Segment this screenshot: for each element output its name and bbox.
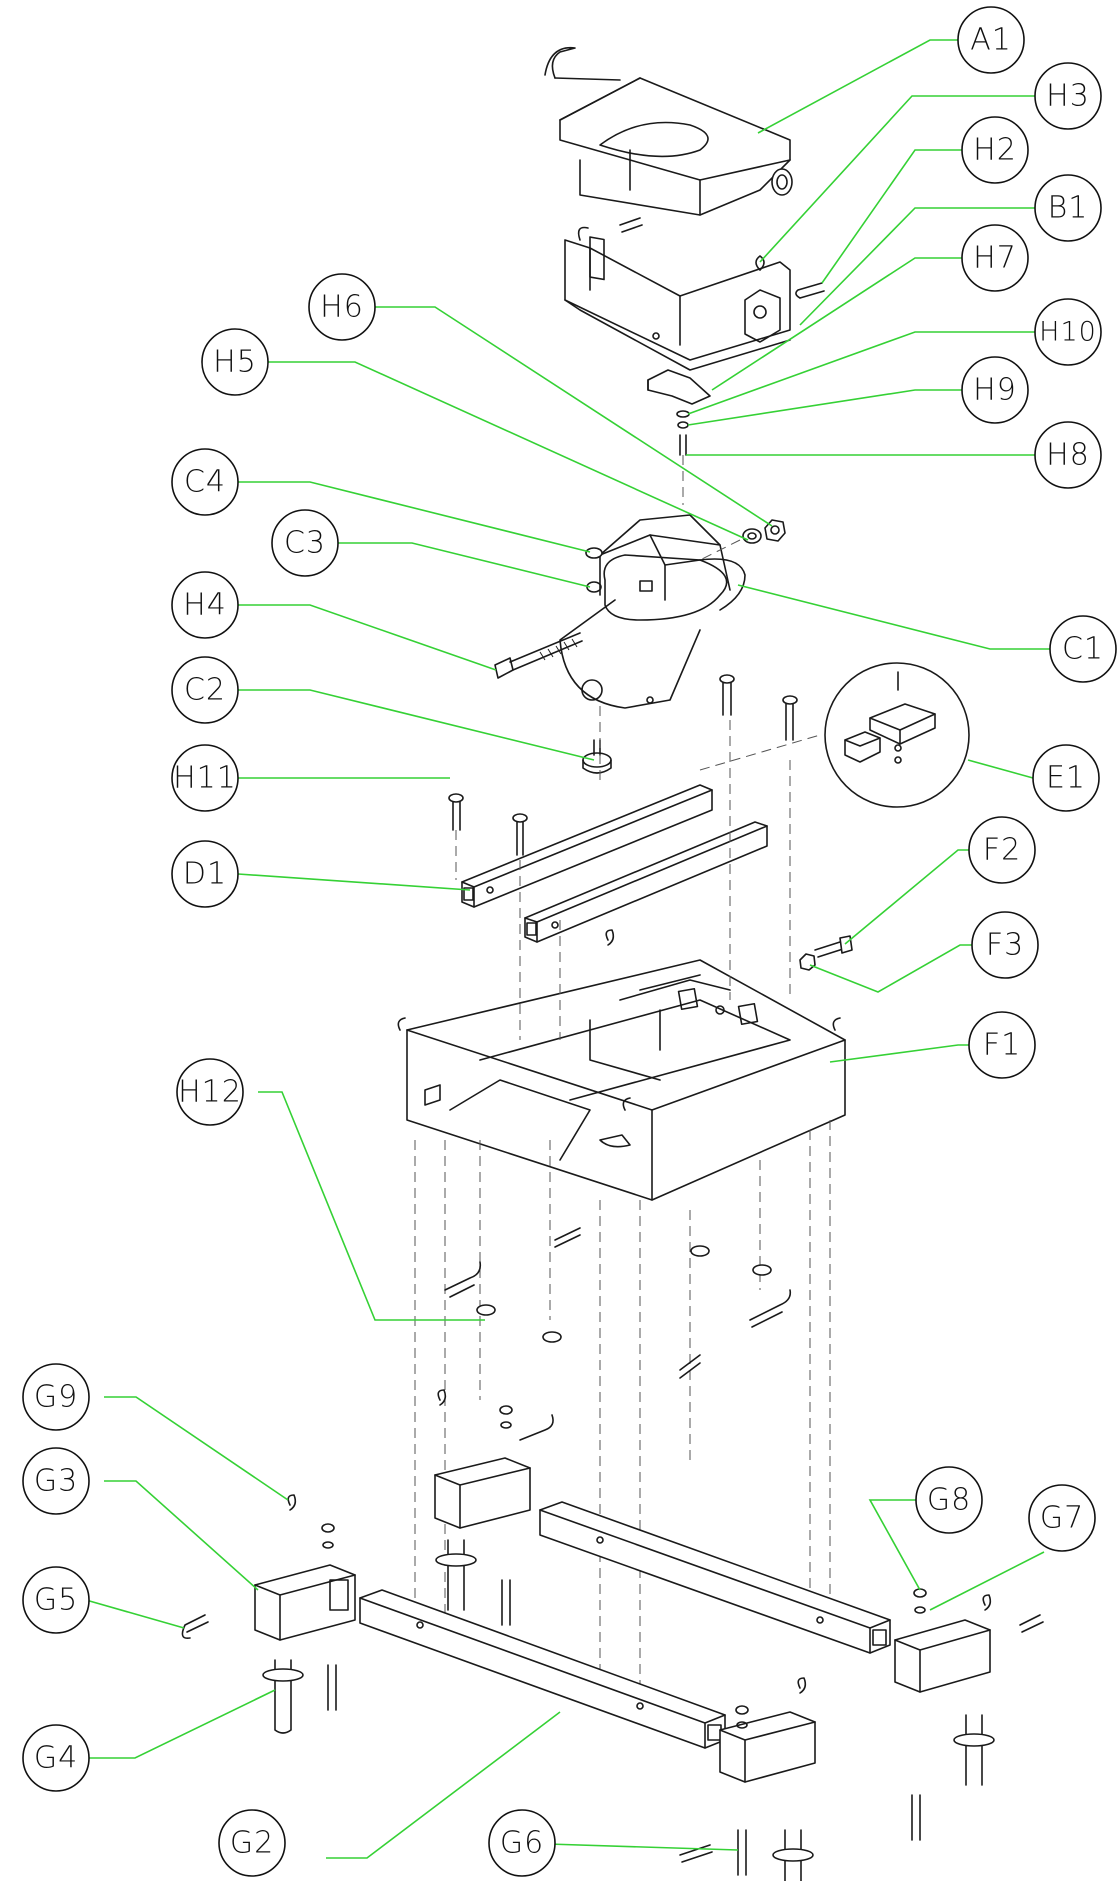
- callout-f1-text: F1: [983, 1028, 1021, 1063]
- part-h5-washer: [742, 528, 762, 544]
- part-d1-rails: [461, 784, 768, 943]
- callout-c1-text: C1: [1062, 632, 1104, 667]
- callout-b1-text: B1: [1048, 191, 1089, 226]
- callout-g8-text: G8: [927, 1483, 971, 1518]
- callout-h3: H3: [1034, 62, 1102, 130]
- callout-g3-text: G3: [34, 1464, 78, 1499]
- callout-c4-text: C4: [184, 465, 226, 500]
- callout-h10-text: H10: [1039, 317, 1097, 348]
- part-h10-washer: [676, 410, 690, 418]
- callout-h5: H5: [201, 328, 269, 396]
- callout-f2-text: F2: [983, 833, 1021, 868]
- callout-h2-text: H2: [973, 133, 1017, 168]
- callout-d1: D1: [171, 840, 239, 908]
- callout-h2: H2: [961, 116, 1029, 184]
- part-f3-nut: [799, 953, 816, 971]
- part-b1-head-frame: [564, 226, 791, 371]
- part-h8-bolt: [679, 434, 687, 456]
- callout-h12: H12: [176, 1058, 244, 1126]
- callout-g7-text: G7: [1040, 1501, 1084, 1536]
- part-h2-pin: [795, 282, 825, 299]
- part-f2-bolt: [814, 935, 853, 958]
- callout-g9-text: G9: [34, 1380, 78, 1415]
- callout-h3-text: H3: [1046, 79, 1090, 114]
- callout-h9-text: H9: [973, 373, 1017, 408]
- part-g2-cross-bars: [359, 1501, 891, 1749]
- callout-a1-text: A1: [970, 23, 1012, 58]
- callout-g5: G5: [22, 1566, 90, 1634]
- callout-h5-text: H5: [213, 345, 257, 380]
- callout-c2-text: C2: [184, 673, 226, 708]
- part-h7-plate: [647, 369, 711, 405]
- callout-c2: C2: [171, 656, 239, 724]
- part-mounting-bolts: [448, 674, 798, 856]
- callout-g4-text: G4: [34, 1741, 78, 1776]
- part-g4-posts: [262, 1539, 995, 1881]
- callout-h9: H9: [961, 356, 1029, 424]
- part-f1-base-frame: [397, 959, 846, 1201]
- callout-a1: A1: [957, 6, 1025, 74]
- callout-h8: H8: [1034, 421, 1102, 489]
- callout-h7: H7: [961, 224, 1029, 292]
- callout-c1: C1: [1049, 615, 1117, 683]
- callout-g3: G3: [22, 1447, 90, 1515]
- callout-h8-text: H8: [1046, 438, 1090, 473]
- callout-e1-text: E1: [1046, 761, 1086, 796]
- part-c2-bumper: [582, 739, 612, 774]
- callout-f3-text: F3: [986, 928, 1024, 963]
- callout-e1: E1: [1032, 744, 1100, 812]
- part-c1-swivel-head: [559, 514, 746, 709]
- callout-g6: G6: [488, 1809, 556, 1877]
- callout-c4: C4: [171, 448, 239, 516]
- part-e1-detail: [824, 662, 970, 808]
- part-g3-sleeves: [254, 1457, 991, 1783]
- callout-g7: G7: [1028, 1484, 1096, 1552]
- part-h4-bolt: [494, 632, 583, 679]
- callout-h6: H6: [308, 273, 376, 341]
- callout-h7-text: H7: [973, 241, 1017, 276]
- callout-c3: C3: [271, 509, 339, 577]
- callout-h10: H10: [1034, 298, 1102, 366]
- part-c4-nut: [585, 547, 603, 559]
- callout-b1: B1: [1034, 174, 1102, 242]
- callout-g6-text: G6: [500, 1826, 544, 1861]
- part-a1-hitch-head: [544, 46, 793, 216]
- callout-g4: G4: [22, 1724, 90, 1792]
- callout-d1-text: D1: [183, 857, 227, 892]
- callout-h6-text: H6: [320, 290, 364, 325]
- part-h9-washer: [677, 421, 689, 429]
- part-h12-pins: [444, 1227, 792, 1379]
- leader-lines: [85, 39, 1065, 1859]
- callout-h11: H11: [171, 744, 239, 812]
- part-g7-g8-g9-hardware: [287, 929, 992, 1729]
- callout-g2-text: G2: [230, 1826, 274, 1861]
- callout-h4-text: H4: [183, 588, 227, 623]
- callout-g8: G8: [915, 1466, 983, 1534]
- callout-h12-text: H12: [178, 1075, 242, 1110]
- callout-h11-text: H11: [173, 761, 237, 796]
- callout-g9: G9: [22, 1363, 90, 1431]
- callout-f2: F2: [968, 816, 1036, 884]
- callout-c3-text: C3: [284, 526, 326, 561]
- callout-g5-text: G5: [34, 1583, 78, 1618]
- callout-g2: G2: [218, 1809, 286, 1877]
- callout-f3: F3: [971, 911, 1039, 979]
- assembly-guide-lines: [414, 455, 831, 1720]
- callout-h4: H4: [171, 571, 239, 639]
- callout-f1: F1: [968, 1011, 1036, 1079]
- part-h3-clip: [619, 217, 765, 271]
